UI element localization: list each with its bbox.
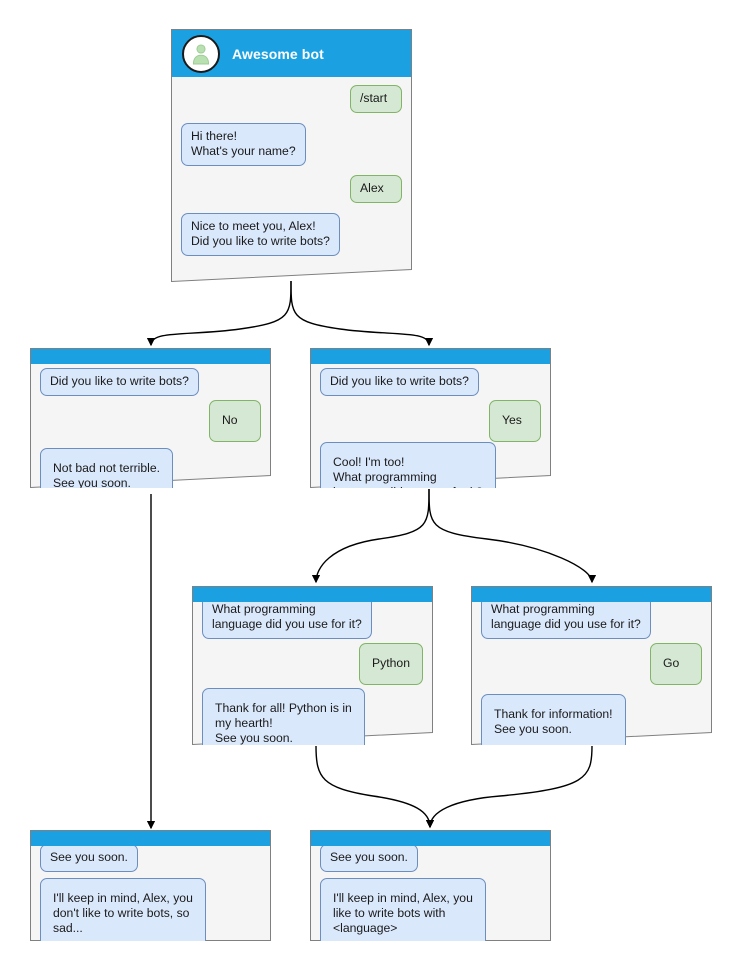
edge-root-to-yes — [290, 280, 434, 347]
bot-message-bubble: I'll keep in mind, Alex, you don't like … — [40, 878, 206, 941]
message-list-root: /start Hi there! What's your name? Alex … — [171, 77, 412, 282]
edge-root-to-no — [146, 280, 292, 347]
message-row: I'll keep in mind, Alex, you like to wri… — [320, 878, 486, 941]
bot-message-bubble: Not bad not terrible. See you soon. — [40, 448, 174, 488]
card-header — [472, 587, 711, 602]
bot-message-bubble: See you soon. — [320, 846, 418, 872]
message-list-yes-branch: Did you like to write bots? Yes Cool! I'… — [310, 364, 551, 488]
card-no-branch[interactable]: Did you like to write bots? No Not bad n… — [30, 348, 271, 488]
message-list-end-yes: See you soon. I'll keep in mind, Alex, y… — [310, 846, 551, 941]
bot-message-bubble: What programming language did you use fo… — [202, 602, 372, 639]
edge-yes-to-python — [311, 488, 430, 584]
bot-message-bubble: Nice to meet you, Alex! Did you like to … — [181, 213, 340, 256]
message-row: Cool! I'm too! What programming language… — [320, 442, 496, 488]
bot-message-bubble: Cool! I'm too! What programming language… — [320, 442, 496, 488]
card-header — [31, 349, 270, 364]
bot-message-bubble: Thank for information! See you soon. — [481, 694, 626, 745]
user-message-bubble: Alex — [350, 175, 402, 203]
message-list-go-branch: What programming language did you use fo… — [471, 602, 712, 745]
message-list-python-branch: What programming language did you use fo… — [192, 602, 433, 745]
card-python-branch[interactable]: What programming language did you use fo… — [192, 586, 433, 745]
message-row: Did you like to write bots? — [40, 368, 199, 396]
bot-message-bubble: I'll keep in mind, Alex, you like to wri… — [320, 878, 486, 941]
bot-message-bubble: Hi there! What's your name? — [181, 123, 306, 166]
card-header-root: Awesome bot — [172, 30, 411, 77]
message-row: See you soon. — [40, 846, 138, 872]
edge-yes-to-go — [428, 488, 597, 584]
card-header — [311, 831, 550, 846]
bot-title: Awesome bot — [232, 45, 324, 62]
card-go-branch[interactable]: What programming language did you use fo… — [471, 586, 712, 745]
message-row: Alex — [350, 175, 402, 203]
message-row: Nice to meet you, Alex! Did you like to … — [181, 213, 340, 256]
bot-message-bubble: What programming language did you use fo… — [481, 602, 651, 639]
message-row: Thank for information! See you soon. — [481, 694, 626, 745]
card-root-conversation[interactable]: Awesome bot /start Hi there! What's your… — [171, 29, 412, 282]
message-row: What programming language did you use fo… — [202, 602, 372, 639]
bot-message-bubble: Did you like to write bots? — [320, 368, 479, 396]
edge-go-to-end — [425, 745, 593, 829]
card-end-yes[interactable]: See you soon. I'll keep in mind, Alex, y… — [310, 830, 551, 941]
edge-python-to-end — [315, 745, 435, 829]
user-message-bubble: Go — [650, 643, 702, 685]
card-header — [193, 587, 432, 602]
user-message-bubble: Python — [359, 643, 423, 685]
message-row: What programming language did you use fo… — [481, 602, 651, 639]
card-header — [31, 831, 270, 846]
message-row: Python — [359, 643, 423, 685]
message-row: No — [209, 400, 261, 442]
message-row: I'll keep in mind, Alex, you don't like … — [40, 878, 206, 941]
user-message-bubble: Yes — [489, 400, 541, 442]
card-header — [311, 349, 550, 364]
card-end-no[interactable]: See you soon. I'll keep in mind, Alex, y… — [30, 830, 271, 941]
message-list-no-branch: Did you like to write bots? No Not bad n… — [30, 364, 271, 488]
card-yes-branch[interactable]: Did you like to write bots? Yes Cool! I'… — [310, 348, 551, 488]
message-row: Yes — [489, 400, 541, 442]
person-avatar-icon — [182, 34, 220, 73]
message-row: See you soon. — [320, 846, 418, 872]
message-list-end-no: See you soon. I'll keep in mind, Alex, y… — [30, 846, 271, 941]
bot-message-bubble: Did you like to write bots? — [40, 368, 199, 396]
user-message-bubble: No — [209, 400, 261, 442]
message-row: Did you like to write bots? — [320, 368, 479, 396]
message-row: Hi there! What's your name? — [181, 123, 306, 166]
bot-message-bubble: Thank for all! Python is in my hearth! S… — [202, 688, 365, 745]
user-message-bubble: /start — [350, 85, 402, 113]
message-row: Thank for all! Python is in my hearth! S… — [202, 688, 365, 745]
message-row: Go — [650, 643, 702, 685]
message-row: Not bad not terrible. See you soon. — [40, 448, 174, 488]
message-row: /start — [350, 85, 402, 113]
bot-message-bubble: See you soon. — [40, 846, 138, 872]
